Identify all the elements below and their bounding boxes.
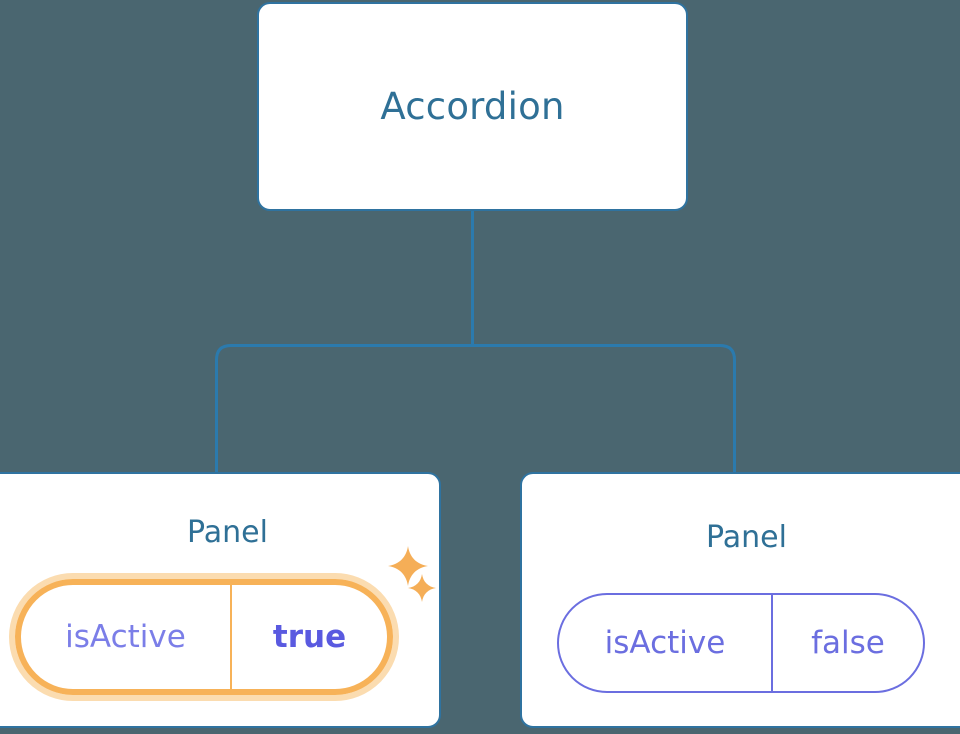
prop-value: false	[811, 625, 885, 661]
prop-pill-glow	[9, 573, 399, 701]
prop-pill-isactive-true[interactable]: isActive true	[15, 579, 393, 695]
node-title: Panel	[187, 515, 268, 550]
prop-name: isActive	[21, 585, 232, 689]
tree-node-panel-inactive[interactable]: Panel isActive false	[520, 472, 960, 728]
prop-value: true	[272, 619, 347, 655]
connector-branch-bar	[215, 344, 736, 472]
node-title: Panel	[706, 520, 787, 555]
prop-pill-isactive-false[interactable]: isActive false	[557, 593, 925, 693]
prop-name: isActive	[559, 595, 773, 691]
tree-node-accordion[interactable]: Accordion	[257, 2, 688, 211]
node-title: Accordion	[380, 85, 565, 128]
tree-node-panel-active[interactable]: Panel isActive true	[0, 472, 441, 728]
sparkle-small-icon	[408, 574, 436, 602]
prop-pill-highlight-wrapper: isActive true	[9, 573, 399, 701]
sparkle-large-icon	[388, 546, 428, 586]
